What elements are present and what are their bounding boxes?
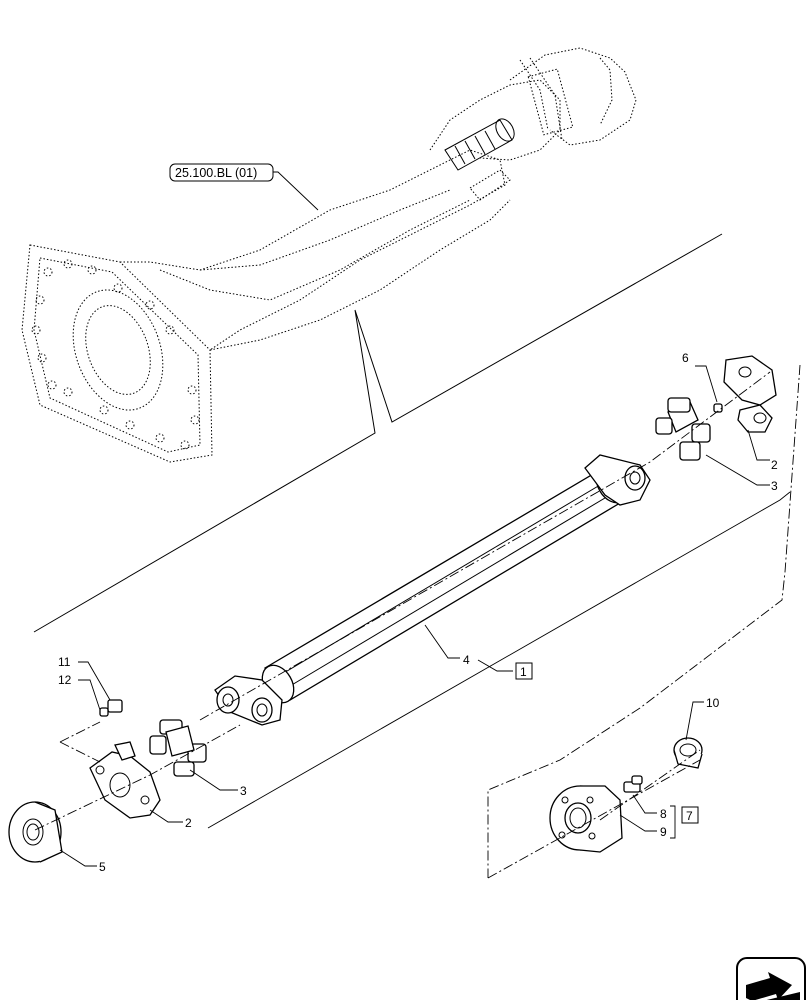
axle-housing-phantom: [21, 47, 637, 463]
reference-25-100-bl[interactable]: 25.100.BL (01): [169, 163, 274, 182]
flange-yoke-top: [723, 355, 777, 433]
flange-bolt-holes: [31, 259, 200, 450]
group-label-1: 1: [515, 662, 533, 680]
flange-9: [549, 785, 623, 853]
callout-2-top: 2: [771, 458, 778, 472]
callout-8: 8: [660, 807, 667, 821]
arrow-navigation-icon[interactable]: [736, 957, 806, 1000]
tube-yoke-left: [214, 675, 283, 726]
callout-12: 12: [58, 673, 72, 687]
callout-6: 6: [682, 351, 689, 365]
universal-joint-bottom: [149, 719, 207, 777]
callout-3-bottom: 3: [240, 784, 247, 798]
tube-yoke-right: [584, 454, 651, 506]
callout-5: 5: [99, 860, 106, 874]
bearing-10: [673, 737, 703, 769]
svg-text:7: 7: [686, 809, 693, 823]
flange-yoke-bottom: [89, 741, 161, 819]
section-break-line: [33, 233, 723, 633]
callout-11: 11: [58, 655, 71, 669]
bolt-11-12: [99, 699, 123, 717]
callout-2-bottom: 2: [185, 816, 192, 830]
callout-3-top: 3: [771, 479, 778, 493]
companion-flange-5: [8, 801, 63, 863]
bolt-8: [623, 775, 643, 793]
leader-lines: [59, 171, 791, 867]
callout-4: 4: [463, 653, 470, 667]
svg-text:25.100.BL (01): 25.100.BL (01): [175, 166, 257, 180]
callout-9: 9: [660, 825, 667, 839]
universal-joint-top: [655, 397, 711, 461]
svg-text:1: 1: [520, 665, 527, 679]
callout-10: 10: [706, 696, 720, 710]
group-label-7: 7: [681, 806, 699, 824]
drive-shaft-tube: [261, 464, 629, 704]
splined-input-shaft: [444, 118, 515, 171]
